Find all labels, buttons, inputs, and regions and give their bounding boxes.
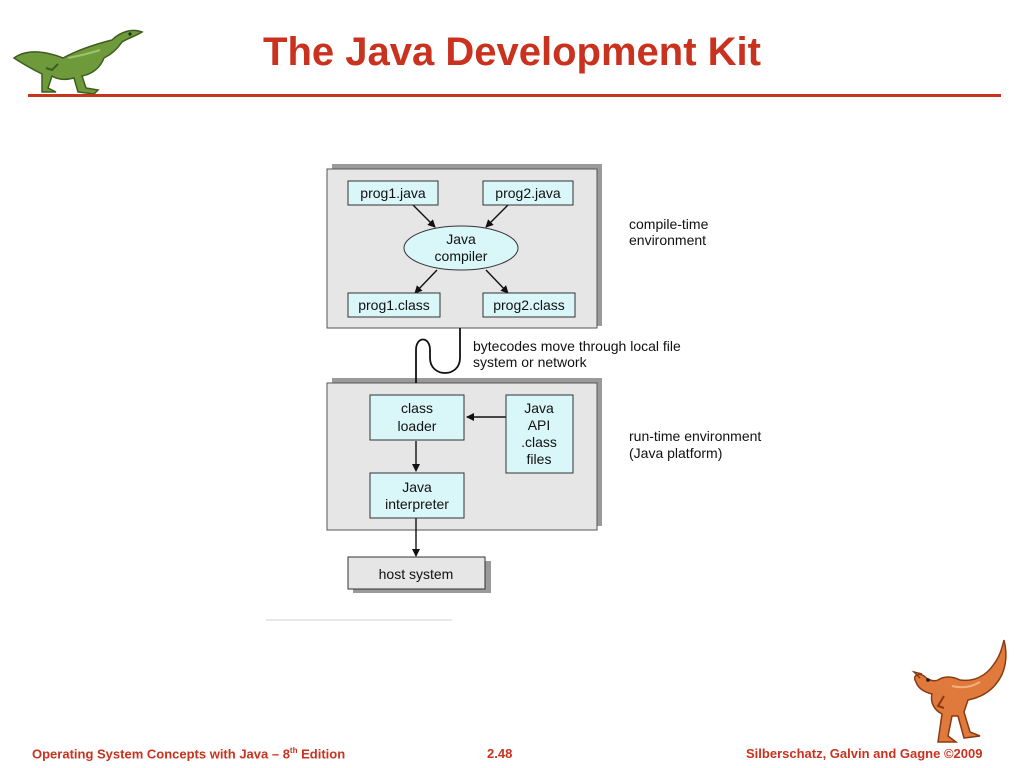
java-interpreter-box: Java interpreter [369, 472, 465, 519]
java-compiler-node: Java compiler [403, 225, 519, 271]
title-divider [28, 94, 1001, 97]
class-loader-label-line1: class [401, 400, 433, 416]
java-api-box: Java API .class files [505, 394, 574, 474]
footer-copyright: Silberschatz, Galvin and Gagne ©2009 [746, 746, 983, 761]
arrow-prog1-java-to-compiler [412, 204, 436, 228]
bytecodes-label-line2: system or network [473, 354, 588, 370]
class-loader-label-line2: loader [398, 418, 437, 434]
java-api-label-line4: files [527, 451, 552, 467]
run-time-label-line2: (Java platform) [629, 445, 722, 461]
prog1-class-label: prog1.class [358, 297, 430, 313]
arrow-compiler-to-prog2-class [485, 269, 509, 294]
host-system-label: host system [379, 566, 454, 582]
arrow-compiler-to-prog1-class [414, 269, 438, 294]
green-dinosaur-icon [12, 29, 144, 94]
bytecode-connector [415, 328, 461, 383]
prog1-java-box: prog1.java [347, 180, 439, 206]
compile-time-label-line2: environment [629, 232, 706, 248]
java-api-label-line1: Java [524, 400, 554, 416]
prog2-java-box: prog2.java [482, 180, 574, 206]
footer-book-title: Operating System Concepts with Java – 8t… [32, 746, 346, 762]
orange-dinosaur-icon [911, 639, 1007, 743]
interpreter-label-line2: interpreter [385, 496, 449, 512]
interpreter-label-line1: Java [402, 479, 432, 495]
arrow-prog2-java-to-compiler [485, 204, 509, 228]
run-time-label-line1: run-time environment [629, 428, 761, 444]
java-api-label-line2: API [528, 417, 551, 433]
prog2-class-label: prog2.class [493, 297, 565, 313]
compiler-label-line2: compiler [435, 248, 488, 264]
host-system-box: host system [347, 556, 491, 593]
prog2-java-label: prog2.java [495, 185, 561, 201]
slide-title: The Java Development Kit [263, 30, 761, 74]
prog1-java-label: prog1.java [360, 185, 426, 201]
bytecodes-label-line1: bytecodes move through local file [473, 338, 681, 354]
prog2-class-box: prog2.class [482, 292, 576, 318]
java-api-label-line3: .class [521, 434, 557, 450]
prog1-class-box: prog1.class [347, 292, 441, 318]
class-loader-box: class loader [369, 394, 465, 441]
compile-time-label-line1: compile-time [629, 216, 709, 232]
compiler-label-line1: Java [446, 231, 476, 247]
footer-page-number: 2.48 [487, 746, 513, 761]
